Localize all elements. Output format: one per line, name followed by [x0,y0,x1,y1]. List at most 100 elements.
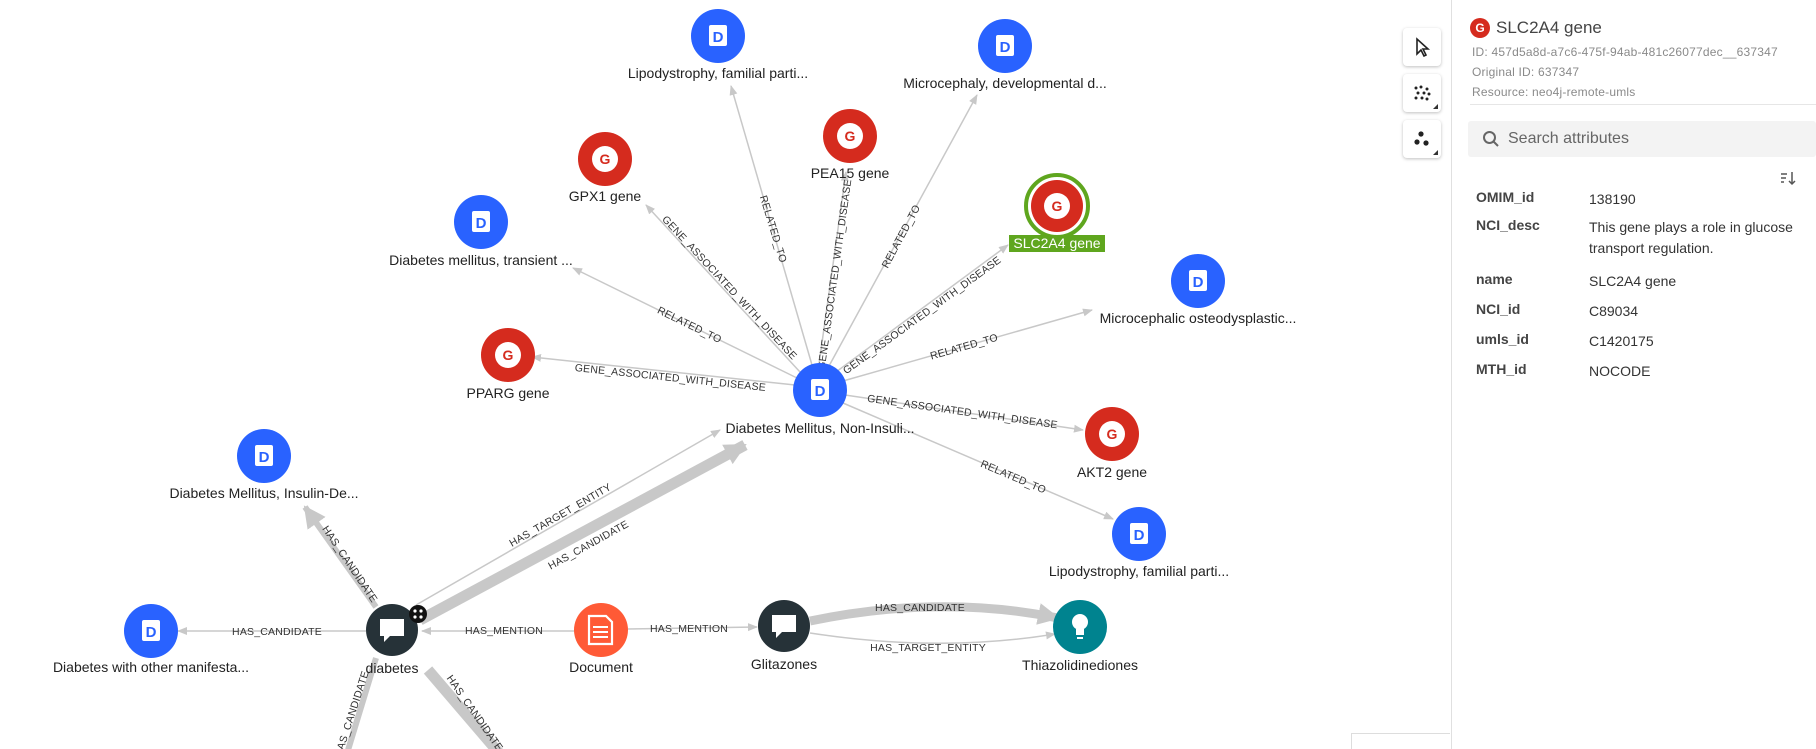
attribute-value: This gene plays a role in glucose transp… [1589,219,1793,256]
svg-text:Microcephaly, developmental d.: Microcephaly, developmental d... [903,75,1107,91]
attribute-row: umls_id C1420175 [1476,331,1806,352]
graph-canvas[interactable]: GENE_ASSOCIATED_WITH_DISEASE RELATED_TO … [0,0,1450,749]
search-icon [1483,131,1499,147]
cursor-arrow-icon [1416,37,1431,57]
edge-gene-pparg[interactable] [531,353,796,386]
edge-target-noninsulin[interactable] [415,429,721,606]
attribute-key: name [1476,271,1513,287]
edge-gene-akt2[interactable] [844,394,1084,433]
edge-mention-glitazones[interactable] [627,623,758,632]
attribute-key: NCI_id [1476,301,1521,317]
panel-header: G SLC2A4 gene [1470,18,1602,38]
edge-related-microcephalic[interactable] [842,308,1093,382]
edge-label: RELATED_TO [757,194,789,264]
edge-candidate-insulin[interactable] [302,505,379,609]
select-tool-button[interactable] [1403,28,1441,66]
attribute-row: MTH_id NOCODE [1476,361,1806,382]
svg-text:Diabetes Mellitus, Insulin-De.: Diabetes Mellitus, Insulin-De... [169,485,358,501]
edge-label: HAS_MENTION [650,623,728,635]
svg-text:GPX1 gene: GPX1 gene [569,188,642,204]
svg-text:D: D [815,383,826,400]
node-lipodystrophy-top[interactable]: D Lipodystrophy, familial parti... [628,9,808,81]
node-diabetes-insulin-dependent[interactable]: D Diabetes Mellitus, Insulin-De... [169,429,359,501]
edge-candidate-thiazolidinediones[interactable] [809,602,1060,626]
sort-icon[interactable] [1780,170,1796,186]
edge-label: HAS_MENTION [465,625,543,637]
panel-divider[interactable] [1451,0,1452,749]
node-lipodystrophy-bottom[interactable]: D Lipodystrophy, familial parti... [1049,507,1229,579]
svg-text:Thiazolidinediones: Thiazolidinediones [1022,657,1138,673]
edge-target-thiazolidinediones[interactable] [809,631,1056,644]
svg-text:G: G [503,347,514,363]
edge-label-layer: GENE_ASSOCIATED_WITH_DISEASE RELATED_TO … [232,179,1058,749]
expand-icon[interactable] [413,609,423,619]
node-akt2-gene[interactable]: G AKT2 gene [1077,407,1147,480]
attribute-key: umls_id [1476,331,1529,347]
svg-text:D: D [1000,39,1011,56]
svg-text:Microcephalic osteodysplastic.: Microcephalic osteodysplastic... [1100,310,1297,326]
attribute-panel: G SLC2A4 gene ID: 457d5a8d-a7c6-475f-94a… [1452,0,1816,749]
node-microcephalic-osteodysplastic[interactable]: D Microcephalic osteodysplastic... [1100,254,1297,326]
svg-text:Lipodystrophy, familial parti.: Lipodystrophy, familial parti... [1049,563,1229,579]
edge-gene-slc2a4[interactable] [835,244,1009,373]
edge-related-microcephaly[interactable] [828,94,978,367]
svg-text:PEA15 gene: PEA15 gene [811,165,890,181]
node-gpx1-gene[interactable]: G GPX1 gene [569,132,642,204]
svg-text:D: D [713,29,724,46]
attribute-key: OMIM_id [1476,189,1535,205]
node-thiazolidinediones-concept[interactable]: Thiazolidinediones [1022,600,1138,673]
edge-label: HAS_CANDIDATE [444,673,505,749]
edge-label: HAS_TARGET_ENTITY [870,642,986,654]
layout-tool-button[interactable] [1403,74,1441,112]
attribute-key: NCI_desc [1476,217,1540,233]
edge-related-transient[interactable] [572,267,798,379]
svg-text:Lipodystrophy, familial parti.: Lipodystrophy, familial parti... [628,65,808,81]
node-microcephaly-developmental[interactable]: D Microcephaly, developmental d... [903,19,1107,91]
svg-text:Diabetes Mellitus, Non-Insuli.: Diabetes Mellitus, Non-Insuli... [725,420,914,436]
node-glitazones-mention[interactable]: Glitazones [751,600,817,672]
svg-text:D: D [1134,527,1145,544]
svg-text:SLC2A4 gene: SLC2A4 gene [1013,235,1100,251]
node-original-id: Original ID: 637347 [1472,65,1580,79]
cluster-tool-button[interactable] [1403,120,1441,158]
node-slc2a4-gene-selected[interactable]: G SLC2A4 gene [1009,173,1105,252]
gene-badge-icon: G [1470,18,1490,38]
svg-text:Diabetes with other manifesta.: Diabetes with other manifesta... [53,659,249,675]
edge-candidate-bottom-left[interactable] [345,657,379,749]
node-pea15-gene[interactable]: G PEA15 gene [811,109,890,181]
search-attributes-input[interactable]: Search attributes [1468,121,1816,157]
edge-label: RELATED_TO [655,305,723,346]
attribute-row: OMIM_id 138190 [1476,189,1806,210]
svg-text:D: D [259,449,270,466]
edge-related-lipo-bottom[interactable] [842,402,1114,520]
node-pparg-gene[interactable]: G PPARG gene [466,328,550,401]
svg-text:G: G [1107,426,1118,442]
attribute-key: MTH_id [1476,361,1527,377]
attribute-value: 138190 [1589,191,1636,207]
edge-label: RELATED_TO [880,203,923,270]
edge-gene-pea15[interactable] [818,171,849,365]
scatter-layout-icon [1414,85,1431,101]
edge-label: GENE_ASSOCIATED_WITH_DISEASE [816,179,855,371]
svg-text:G: G [1052,198,1063,214]
svg-text:D: D [476,215,487,232]
node-diabetes-non-insulin[interactable]: D Diabetes Mellitus, Non-Insuli... [725,363,915,436]
svg-text:diabetes: diabetes [366,660,419,676]
svg-text:G: G [845,128,856,144]
edge-candidate-bottom-right[interactable] [423,666,505,749]
edge-gene-gpx1[interactable] [645,204,801,373]
search-placeholder: Search attributes [1508,130,1629,147]
graph-svg[interactable]: GENE_ASSOCIATED_WITH_DISEASE RELATED_TO … [0,0,1450,749]
svg-text:D: D [1193,274,1204,291]
edge-candidate-noninsulin[interactable] [417,440,748,625]
node-diabetes-other-manifestations[interactable]: D Diabetes with other manifesta... [53,604,249,675]
svg-text:AKT2 gene: AKT2 gene [1077,464,1147,480]
edge-label: HAS_CANDIDATE [875,602,965,614]
edge-label: GENE_ASSOCIATED_WITH_DISEASE [574,362,766,394]
node-document[interactable]: Document [569,603,633,675]
node-diabetes-transient[interactable]: D Diabetes mellitus, transient ... [389,195,573,268]
svg-text:Diabetes mellitus, transient .: Diabetes mellitus, transient ... [389,252,573,268]
node-diabetes-mention[interactable]: diabetes [366,604,427,676]
node-id: ID: 457d5a8d-a7c6-475f-94ab-481c26077dec… [1472,45,1778,59]
edge-related-lipo-top[interactable] [729,85,813,366]
